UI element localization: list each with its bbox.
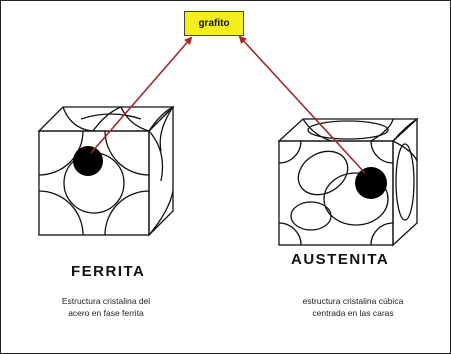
graphite-label: grafito: [184, 11, 244, 36]
ferrite-title: FERRITA: [71, 263, 146, 280]
austenite-description-line1: estructura cristalina cúbica: [302, 296, 404, 306]
austenite-description-line2: centrada en las caras: [312, 308, 394, 318]
austenite-graphite-atom: [355, 167, 387, 199]
ferrite-description-line1: Estructura cristalina del: [61, 296, 151, 306]
austenite-title: AUSTENITA: [291, 251, 390, 268]
ferrite-description: Estructura cristalina del acero en fase …: [41, 295, 171, 319]
austenite-cube: [277, 117, 419, 247]
austenite-description: estructura cristalina cúbica centrada en…: [283, 295, 423, 319]
ferrite-arrow: [90, 36, 193, 154]
austenite-arrow: [238, 35, 366, 174]
ferrite-cube: [37, 105, 175, 237]
ferrite-graphite-atom: [73, 146, 103, 176]
ferrite-description-line2: acero en fase ferrita: [68, 308, 144, 318]
